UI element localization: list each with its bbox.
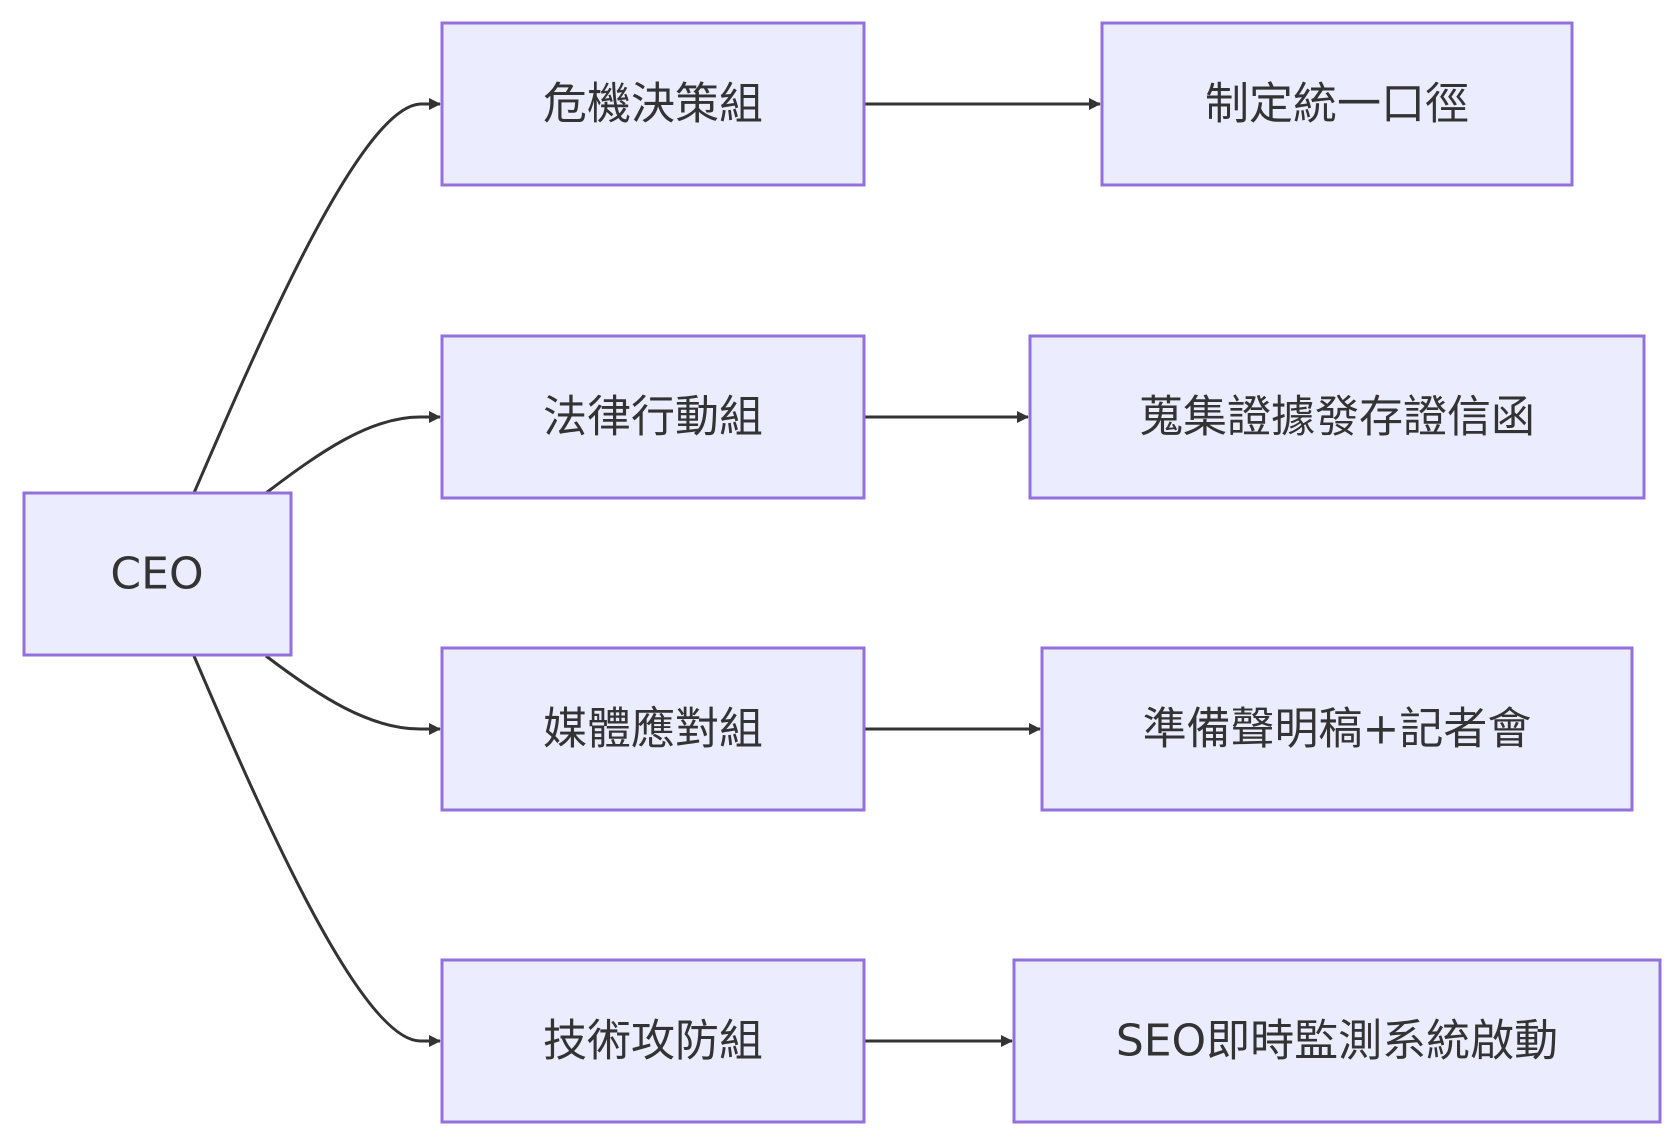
edge-ceo-to-crisis-decision <box>192 98 441 494</box>
node-legal-action-group-box <box>440 334 866 500</box>
edge-ceo-to-legal-action <box>265 411 441 495</box>
node-evidence-letter-label: 蒐集證據發存證信函 <box>1139 392 1535 443</box>
edge-ceo-to-tech-defense <box>192 655 441 1047</box>
node-seo-monitoring-label: SEO即時監測系統啟動 <box>1116 1016 1558 1067</box>
node-unified-message-label: 制定統一口徑 <box>1205 79 1469 130</box>
node-tech-defense-group-box <box>440 958 866 1124</box>
node-tech-defense-group[interactable]: 技術攻防組 <box>440 958 866 1124</box>
node-press-statement-box <box>1040 646 1634 812</box>
node-legal-action-group[interactable]: 法律行動組 <box>440 334 866 500</box>
node-ceo-label: CEO <box>110 549 203 600</box>
node-unified-message-box <box>1100 21 1574 187</box>
node-crisis-decision-group[interactable]: 危機決策組 <box>440 21 866 187</box>
node-evidence-letter-box <box>1028 334 1646 500</box>
node-media-response-group[interactable]: 媒體應對組 <box>440 646 866 812</box>
node-media-response-group-label: 媒體應對組 <box>543 704 763 755</box>
node-crisis-decision-group-label: 危機決策組 <box>543 79 763 130</box>
node-tech-defense-group-label: 技術攻防組 <box>543 1016 763 1067</box>
node-legal-action-group-label: 法律行動組 <box>543 392 763 443</box>
edges-layer <box>192 98 1101 1047</box>
node-crisis-decision-group-box <box>440 21 866 187</box>
node-seo-monitoring[interactable]: SEO即時監測系統啟動 <box>1012 958 1662 1124</box>
edge-ceo-to-media-response <box>265 654 441 735</box>
node-press-statement[interactable]: 準備聲明稿+記者會 <box>1040 646 1634 812</box>
node-media-response-group-box <box>440 646 866 812</box>
node-press-statement-label: 準備聲明稿+記者會 <box>1143 704 1532 755</box>
node-seo-monitoring-box <box>1012 958 1662 1124</box>
node-ceo-box <box>22 491 293 657</box>
node-unified-message[interactable]: 制定統一口徑 <box>1100 21 1574 187</box>
node-ceo[interactable]: CEO <box>22 491 293 657</box>
node-evidence-letter[interactable]: 蒐集證據發存證信函 <box>1028 334 1646 500</box>
